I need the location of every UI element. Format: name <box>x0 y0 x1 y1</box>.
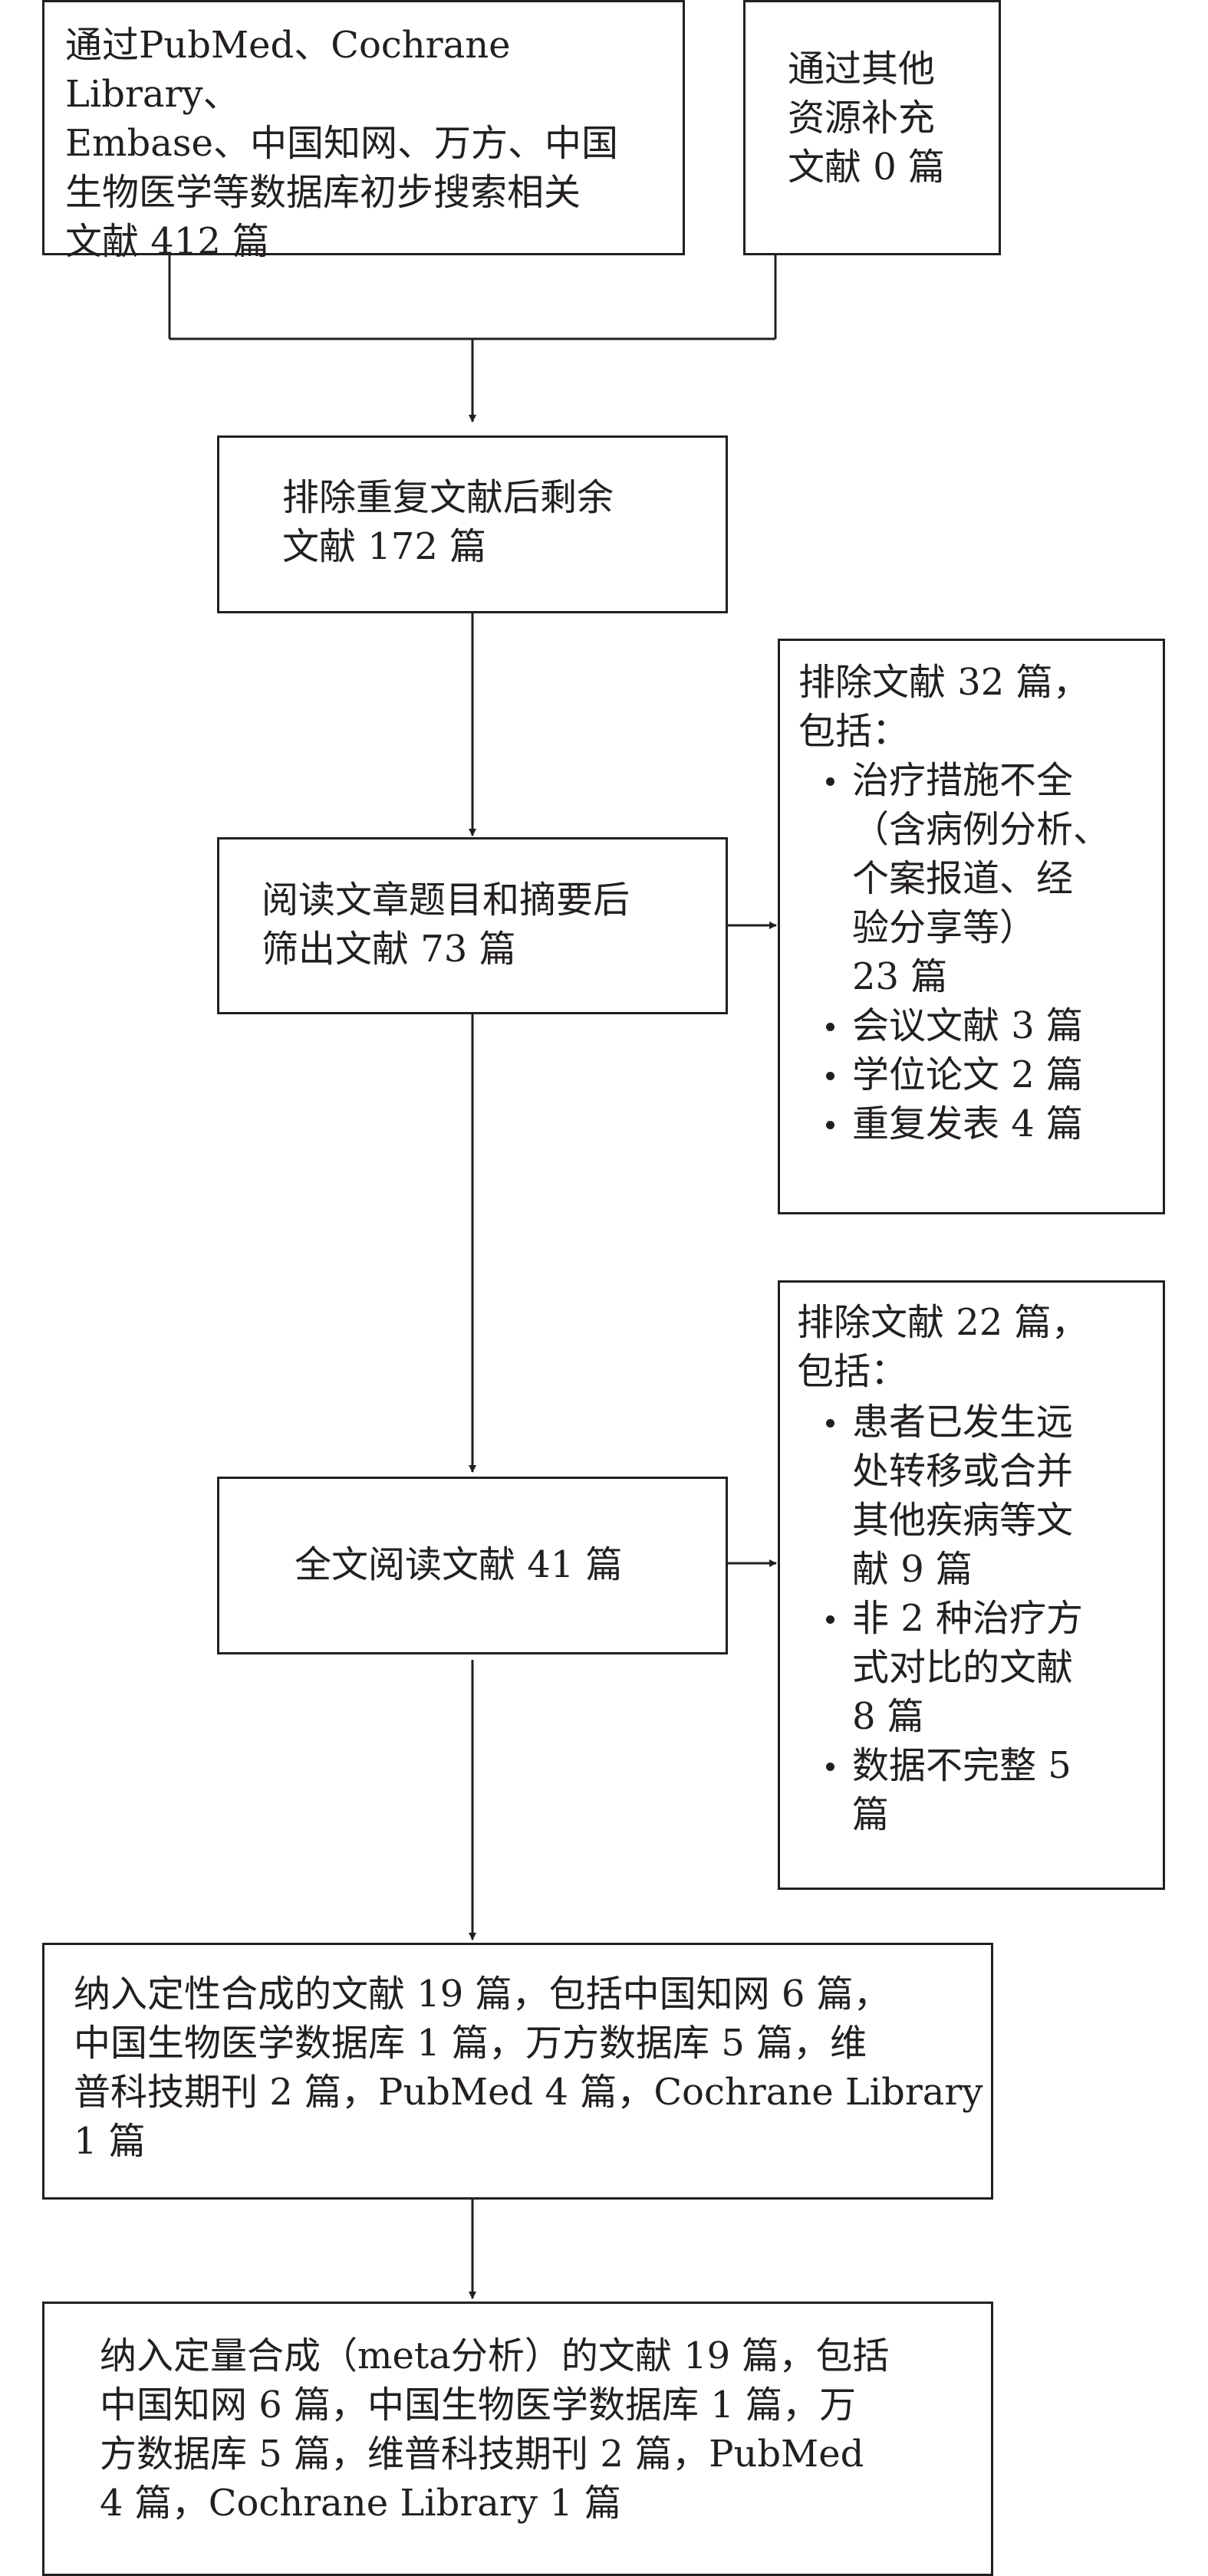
box-database-search: 通过PubMed、Cochrane Library、 Embase、中国知网、万… <box>42 0 685 263</box>
box-deduplicated: 排除重复文献后剩余 文献 172 篇 <box>217 435 728 613</box>
box-full-text-review: 全文阅读文献 41 篇 <box>217 1477 728 1654</box>
box-qualitative-synthesis: 纳入定性合成的文献 19 篇，包括中国知网 6 篇， 中国生物医学数据库 1 篇… <box>42 1943 993 2200</box>
screening-text: 阅读文章题目和摘要后 筛出文献 73 篇 <box>262 879 630 971</box>
exclusion-2-item: 患者已发生远 处转移或合并 其他疾病等文 献 9 篇 <box>823 1398 1160 1594</box>
box-exclusion-1: 排除文献 32 篇， 包括： 治疗措施不全 （含病例分析、 个案报道、经 验分享… <box>778 639 1165 1214</box>
deduplicated-text: 排除重复文献后剩余 文献 172 篇 <box>282 476 614 568</box>
database-search-text: 通过PubMed、Cochrane Library、 Embase、中国知网、万… <box>65 24 618 263</box>
exclusion-1-item: 学位论文 2 篇 <box>823 1050 1160 1099</box>
bullet-dot <box>826 777 834 786</box>
other-sources-text: 通过其他 资源补充 文献 0 篇 <box>788 48 946 189</box>
box-title-abstract-screening: 阅读文章题目和摘要后 筛出文献 73 篇 <box>217 837 728 1014</box>
full-text-review-text: 全文阅读文献 41 篇 <box>295 1543 623 1586</box>
bullet-dot <box>826 1121 834 1129</box>
qualitative-synthesis-text: 纳入定性合成的文献 19 篇，包括中国知网 6 篇， 中国生物医学数据库 1 篇… <box>74 1973 983 2163</box>
exclusion-1-item: 重复发表 4 篇 <box>823 1099 1160 1148</box>
exclusion-1-list: 治疗措施不全 （含病例分析、 个案报道、经 验分享等） 23 篇 会议文献 3 … <box>823 756 1160 1148</box>
box-quantitative-synthesis: 纳入定量合成（meta分析）的文献 19 篇，包括 中国知网 6 篇，中国生物医… <box>42 2302 993 2576</box>
bullet-dot <box>826 1763 834 1771</box>
exclusion-1-item: 会议文献 3 篇 <box>823 1001 1160 1050</box>
quantitative-synthesis-text: 纳入定量合成（meta分析）的文献 19 篇，包括 中国知网 6 篇，中国生物医… <box>100 2334 890 2525</box>
box-exclusion-2: 排除文献 22 篇， 包括： 患者已发生远 处转移或合并 其他疾病等文 献 9 … <box>778 1280 1165 1890</box>
box-other-sources: 通过其他 资源补充 文献 0 篇 <box>743 0 1001 255</box>
exclusion-2-list: 患者已发生远 处转移或合并 其他疾病等文 献 9 篇 非 2 种治疗方 式对比的… <box>823 1398 1160 1839</box>
bullet-dot <box>826 1615 834 1624</box>
bullet-dot <box>826 1419 834 1428</box>
exclusion-1-title: 排除文献 32 篇， 包括： <box>798 661 1090 753</box>
bullet-dot <box>826 1023 834 1031</box>
exclusion-2-item: 非 2 种治疗方 式对比的文献 8 篇 <box>823 1594 1160 1741</box>
exclusion-2-item: 数据不完整 5 篇 <box>823 1741 1160 1839</box>
bullet-dot <box>826 1072 834 1080</box>
exclusion-2-title: 排除文献 22 篇， 包括： <box>797 1301 1088 1393</box>
exclusion-1-item: 治疗措施不全 （含病例分析、 个案报道、经 验分享等） 23 篇 <box>823 756 1160 1001</box>
